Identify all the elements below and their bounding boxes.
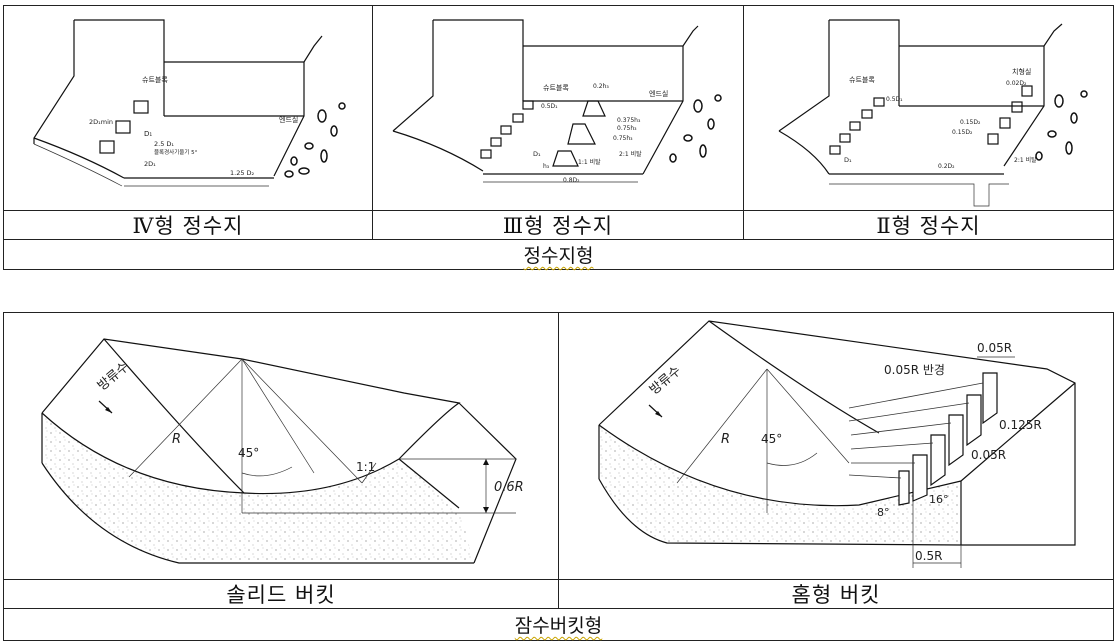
type3-basin-drawing: 슈트블록 엔드실 0.2h₃ 0.5D₁ 0.375h₃ 0.75h₃ 0.75… (392, 19, 722, 184)
solid-bucket-drawing: 방류수 R 45° 1:1 0.6R (41, 338, 524, 564)
angle-label: 45° (238, 446, 259, 460)
radius-label: R (172, 432, 181, 447)
slope-label: 2:1 비탈 (1014, 156, 1037, 164)
type3-caption: Ⅲ형 정수지 (372, 210, 744, 240)
chute-block-label: 슈트블록 (142, 75, 168, 84)
stilling-basin-title: 정수지형 (3, 239, 1114, 270)
angle-8-label: 8° (877, 506, 890, 519)
a-label: 0.15D₂ (960, 119, 981, 126)
d1min-label: 2D₁min (89, 118, 113, 126)
radius-label: R (721, 432, 730, 447)
slope-1-1-label: 1:1 비탈 (578, 158, 601, 166)
d2-label: 2D₁ (144, 160, 156, 168)
end-label: 0.2D₂ (938, 163, 955, 170)
d1-label: D₁ (144, 130, 152, 138)
tooth-width-label: 0.05R (977, 341, 1012, 355)
b-label: 0.15D₂ (952, 129, 973, 136)
solid-bucket-caption: 솔리드 버킷 (3, 579, 559, 609)
slotted-bucket-panel: 방류수 R 45° 0.05R 반경 0.05R 0.125R 0.05R 16… (558, 312, 1114, 580)
stilling-basin-title-text: 정수지형 (523, 245, 594, 267)
slotted-bucket-drawing: 방류수 R 45° 0.05R 반경 0.05R 0.125R 0.05R 16… (598, 320, 1076, 568)
v2-label: 0.75h₃ (617, 125, 637, 132)
spacing-label: 0.5D₁ (886, 96, 903, 103)
gap-label: 0.05R (971, 448, 1006, 462)
slot-width-label: 0.125R (999, 418, 1042, 432)
block-slope-note: 블록경사기울기 5° (154, 148, 198, 156)
submerged-bucket-title: 잠수버킷형 (3, 608, 1114, 641)
h3-label: h₃ (543, 163, 550, 170)
chute-block-label: 슈트블록 (849, 75, 875, 84)
height-label: 0.6R (494, 480, 524, 495)
spacing-label: 2.5 D₁ (154, 140, 174, 148)
top-height-label: 0.2h₃ (593, 83, 609, 90)
type3-basin-panel: 슈트블록 엔드실 0.2h₃ 0.5D₁ 0.375h₃ 0.75h₃ 0.75… (372, 5, 744, 211)
type4-caption: Ⅳ형 정수지 (3, 210, 373, 240)
slotted-bucket-caption: 홈형 버킷 (558, 579, 1114, 609)
slope-label: 1:1 (356, 460, 375, 474)
angle-label: 45° (761, 432, 782, 446)
chute-block-label: 슈트블록 (543, 83, 569, 92)
type4-basin-drawing: 슈트블록 엔드실 2D₁min D₁ 2.5 D₁ 블록경사기울기 5° 2D₁… (33, 19, 346, 187)
dentated-sill-label: 치형실 (1012, 67, 1031, 76)
d1-label: D₁ (533, 150, 541, 158)
v1-label: 0.375h₃ (617, 117, 641, 124)
end-height-label: 1.25 D₂ (230, 169, 255, 177)
v3-label: 0.75h₃ (613, 135, 633, 142)
top-label: 0.02D₂ (1006, 80, 1027, 87)
tooth-radius-label: 0.05R 반경 (884, 363, 945, 377)
bottom-length-label: 0.8D₂ (563, 177, 580, 184)
end-sill-label: 엔드실 (279, 115, 298, 124)
end-sill-label: 엔드실 (649, 89, 668, 98)
type4-basin-panel: 슈트블록 엔드실 2D₁min D₁ 2.5 D₁ 블록경사기울기 5° 2D₁… (3, 5, 373, 211)
flow-label: 방류수 (95, 359, 132, 394)
submerged-bucket-title-text: 잠수버킷형 (514, 615, 603, 637)
angle-16-label: 16° (929, 493, 949, 506)
d1-label: D₁ (844, 156, 852, 164)
slope-2-1-label: 2:1 비탈 (619, 150, 642, 158)
length-label: 0.5R (915, 549, 942, 563)
type2-basin-drawing: 슈트블록 치형실 0.5D₁ 0.02D₂ 0.15D₂ 0.15D₂ D₁ 0… (778, 19, 1088, 207)
type2-basin-panel: 슈트블록 치형실 0.5D₁ 0.02D₂ 0.15D₂ 0.15D₂ D₁ 0… (743, 5, 1114, 211)
solid-bucket-panel: 방류수 R 45° 1:1 0.6R (3, 312, 559, 580)
flow-label: 방류수 (647, 363, 684, 398)
type2-caption: Ⅱ형 정수지 (743, 210, 1114, 240)
spacing-label: 0.5D₁ (541, 103, 558, 110)
